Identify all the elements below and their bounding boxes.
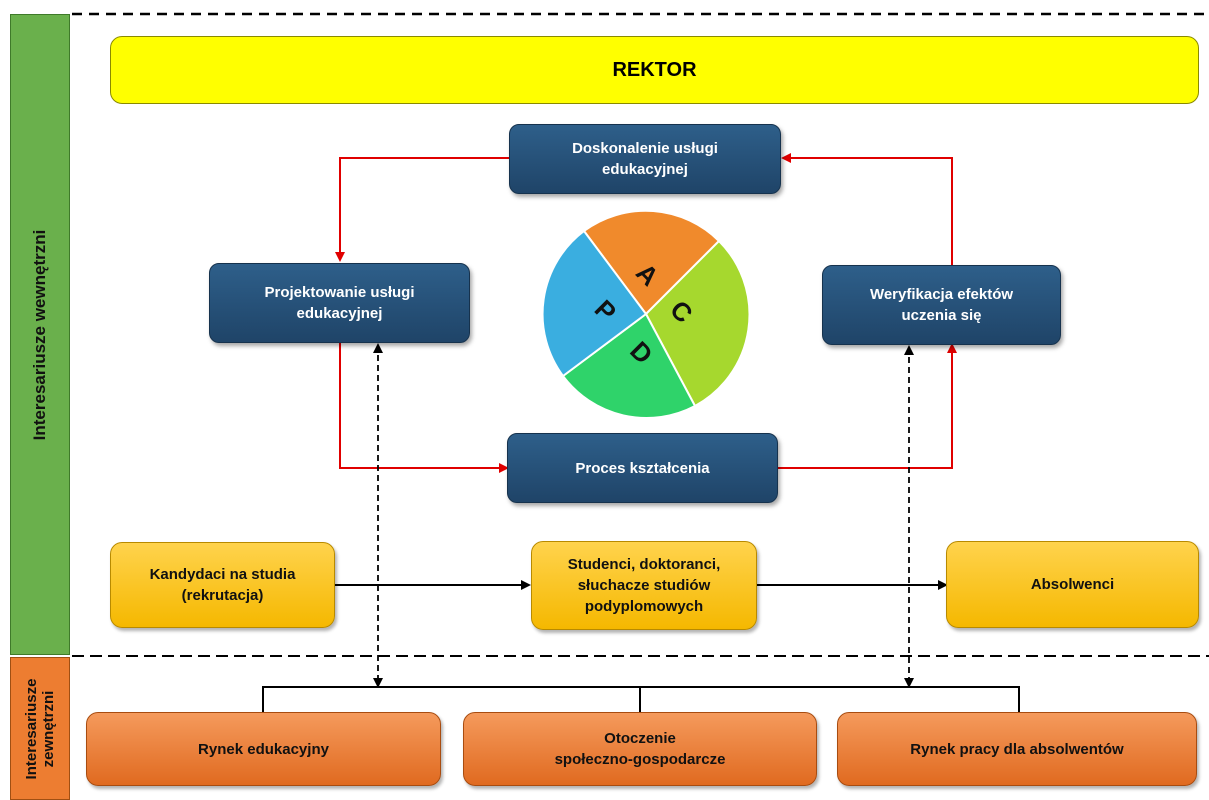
candidates-line1: Kandydaci na studia <box>149 566 296 583</box>
verify-line2: uczenia się <box>901 307 982 324</box>
candidates-box: Kandydaci na studia (rekrutacja) <box>110 542 335 628</box>
design-service-box: Projektowanie usługi edukacyjnej <box>209 263 470 343</box>
design-line2: edukacyjnej <box>296 305 383 322</box>
pdca-segment-d <box>561 312 697 419</box>
external-bracket <box>262 686 1020 712</box>
labour-market-box: Rynek pracy dla absolwentów <box>837 712 1197 786</box>
external-stakeholders-band: Interesariusze zewnętrzni <box>10 657 70 800</box>
education-market-box: Rynek edukacyjny <box>86 712 441 786</box>
rektor-box: REKTOR <box>110 36 1199 104</box>
verify-outcomes-box: Weryfikacja efektów uczenia się <box>822 265 1061 345</box>
improve-line2: edukacyjnej <box>602 161 688 178</box>
education-process-box: Proces kształcenia <box>507 433 778 503</box>
candidates-line2: (rekrutacja) <box>181 587 264 604</box>
students-box: Studenci, doktoranci, słuchacze studiów … <box>531 541 757 630</box>
verify-line1: Weryfikacja efektów <box>869 286 1014 303</box>
cycle-arrow-improve-to-design <box>335 157 509 262</box>
improve-line1: Doskonalenie usługi <box>572 140 718 157</box>
environment-line2: społeczno-gospodarcze <box>554 751 726 768</box>
students-line1: Studenci, doktoranci, <box>567 556 721 573</box>
pdca-wheel: A C D P <box>541 209 751 419</box>
improve-service-box: Doskonalenie usługi edukacyjnej <box>509 124 781 194</box>
pdca-segment-c <box>644 239 751 408</box>
environment-line1: Otoczenie <box>604 730 676 747</box>
internal-stakeholders-band: Interesariusze wewnętrzni <box>10 14 70 655</box>
students-line2: słuchacze studiów <box>577 577 711 594</box>
graduates-box: Absolwenci <box>946 541 1199 628</box>
cycle-arrow-process-to-verify <box>778 343 957 469</box>
socio-economic-environment-box: Otoczenie społeczno-gospodarcze <box>463 712 817 786</box>
pdca-segment-a <box>582 209 721 316</box>
cycle-arrow-verify-to-improve <box>781 153 953 265</box>
cycle-arrow-design-to-process <box>339 343 509 473</box>
students-line3: podyplomowych <box>584 598 704 615</box>
pdca-segment-p <box>541 229 648 378</box>
design-line1: Projektowanie usługi <box>264 284 415 301</box>
